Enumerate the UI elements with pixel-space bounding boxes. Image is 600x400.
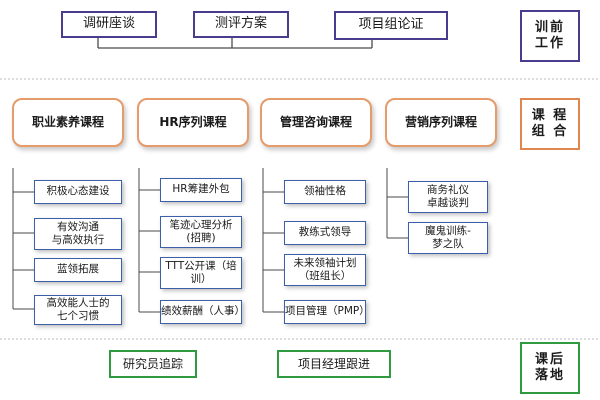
course-item: 项目管理（PMP） (284, 300, 370, 324)
course-item: 蓝领拓展 (34, 258, 122, 282)
course-header-professional: 职业素养课程 (12, 98, 124, 147)
posttraining-box-pm: 项目经理跟进 (277, 350, 391, 378)
course-item: 绩效薪酬（人事） (160, 300, 245, 324)
course-header-management: 管理咨询课程 (260, 98, 372, 147)
course-header-hr: HR序列课程 (137, 98, 249, 147)
pretraining-label: 训前 工作 (520, 10, 580, 62)
pretraining-box-assessment: 测评方案 (193, 11, 289, 38)
course-item: 有效沟通 与高效执行 (34, 218, 122, 250)
posttraining-label: 课后 落地 (520, 342, 580, 394)
course-item: 高效能人士的 七个习惯 (34, 295, 122, 325)
courses-label: 课 程 组 合 (520, 98, 580, 150)
course-item: 领袖性格 (284, 180, 366, 204)
course-item: 魔鬼训练- 梦之队 (408, 222, 488, 254)
course-item: 积极心态建设 (34, 180, 122, 204)
posttraining-box-researcher: 研究员追踪 (109, 350, 197, 378)
pretraining-box-research: 调研座谈 (61, 11, 157, 38)
course-item: TTT公开课（培 训） (160, 257, 242, 289)
course-header-marketing: 营销序列课程 (385, 98, 497, 147)
course-item: 商务礼仪 卓越谈判 (408, 181, 488, 213)
course-item: 教练式领导 (284, 221, 366, 245)
pretraining-box-review: 项目组论证 (334, 11, 448, 40)
course-item: 未来领袖计划 （班组长） (284, 254, 366, 286)
course-item: 笔迹心理分析 (招聘) (160, 216, 242, 248)
course-item: HR筹建外包 (160, 178, 242, 202)
